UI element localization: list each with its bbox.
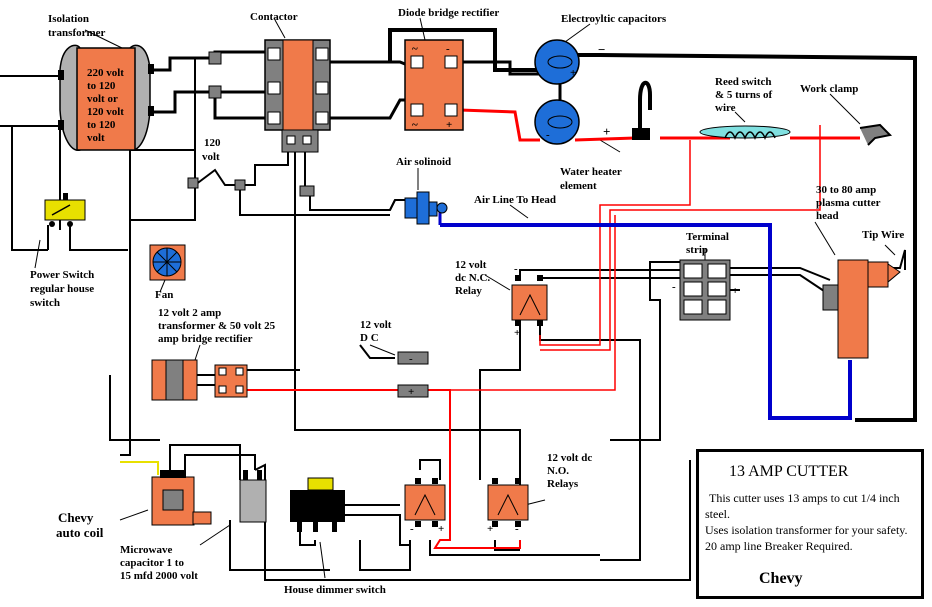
terminal-strip-label: Terminal strip bbox=[686, 231, 732, 256]
no-relay-2-minus: - bbox=[515, 523, 519, 535]
power-switch bbox=[44, 193, 86, 227]
chevy-auto-coil bbox=[151, 470, 212, 526]
dc-minus: - bbox=[409, 353, 413, 365]
electrolytic-capacitors: + - − + bbox=[534, 39, 610, 145]
no-relay-1-minus: - bbox=[410, 523, 414, 535]
water-heater-element bbox=[632, 80, 652, 140]
electrolytic-capacitors-label: Electroyltic capacitors bbox=[561, 13, 667, 25]
12v-dc-label: 12 volt D C bbox=[360, 319, 394, 344]
info-line-2: Uses isolation transformer for your safe… bbox=[705, 523, 908, 537]
power-switch-label: Power Switch regular house switch bbox=[30, 269, 97, 309]
tip-wire-label: Tip Wire bbox=[862, 229, 904, 241]
isolation-transformer-label: Isolation transformer bbox=[48, 13, 106, 39]
dc-plus: + bbox=[408, 386, 414, 398]
fan-label: Fan bbox=[155, 289, 173, 301]
transformer-voltage-text: 220 volt to 120 volt or 120 volt to 120 … bbox=[87, 67, 127, 144]
info-title: 13 AMP CUTTER bbox=[729, 463, 849, 480]
nc-relay-minus: - bbox=[514, 263, 518, 275]
no-relay-2: + - bbox=[487, 478, 529, 535]
chevy-coil-label: Chevy auto coil bbox=[56, 510, 104, 540]
terminal-strip: - + bbox=[672, 259, 738, 321]
air-line bbox=[438, 208, 852, 420]
info-line-1: This cutter uses 13 amps to cut 1/4 inch… bbox=[705, 491, 900, 521]
black-wires bbox=[0, 28, 917, 581]
bridge-plus: + bbox=[446, 119, 452, 131]
nc-relay: - + bbox=[511, 263, 548, 339]
info-description: This cutter uses 13 amps to cut 1/4 inch… bbox=[705, 490, 921, 554]
junction-boxes bbox=[187, 51, 315, 197]
plasma-cutter-head bbox=[822, 259, 901, 359]
cap-plus-terminal: + bbox=[603, 124, 610, 139]
house-dimmer-switch bbox=[290, 477, 345, 532]
leader-lines bbox=[34, 17, 896, 579]
work-clamp bbox=[859, 123, 893, 146]
dc-terminals: - + bbox=[397, 351, 429, 398]
no-relay-1-plus: + bbox=[438, 523, 444, 535]
yellow-wire bbox=[120, 461, 159, 475]
no-relay-2-plus: + bbox=[487, 523, 493, 535]
work-clamp-label: Work clamp bbox=[800, 83, 858, 95]
reed-switch bbox=[699, 125, 791, 140]
diode-bridge-rectifier: ~ - ~ + bbox=[404, 39, 464, 131]
nc-relay-label: 12 volt dc N.C. Relay bbox=[455, 259, 493, 297]
cap2-minus: - bbox=[546, 129, 550, 141]
cap1-plus: + bbox=[570, 67, 576, 79]
isolation-transformer: 220 volt to 120 volt or 120 volt to 120 … bbox=[58, 44, 154, 151]
diode-bridge-label: Diode bridge rectifier bbox=[398, 7, 499, 19]
microwave-capacitor bbox=[239, 470, 267, 523]
reed-switch-label: Reed switch & 5 turns of wire bbox=[715, 76, 775, 114]
bridge-rectifier-50v bbox=[214, 364, 248, 398]
microwave-capacitor-label: Microwave capacitor 1 to 15 mfd 2000 vol… bbox=[120, 544, 198, 582]
water-heater-label: Water heater element bbox=[560, 166, 624, 192]
contactor bbox=[264, 39, 331, 153]
transformer-12v bbox=[151, 359, 198, 401]
dimmer-label: House dimmer switch bbox=[284, 584, 386, 596]
plasma-head-label: 30 to 80 amp plasma cutter head bbox=[816, 184, 883, 222]
bridge-ac-1: ~ bbox=[412, 43, 418, 55]
transformer-12v-label: 12 volt 2 amp transformer & 50 volt 25 a… bbox=[158, 307, 278, 345]
air-solenoid-label: Air solinoid bbox=[396, 156, 451, 168]
air-solenoid bbox=[404, 191, 448, 225]
cap-minus-terminal: − bbox=[598, 42, 605, 57]
no-relay-1: - + bbox=[404, 478, 446, 535]
120-volt-label: 120 volt bbox=[202, 137, 223, 163]
contactor-label: Contactor bbox=[250, 11, 298, 23]
info-line-3: 20 amp line Breaker Required. bbox=[705, 539, 853, 553]
bridge-minus: - bbox=[446, 43, 450, 55]
terminal-minus: - bbox=[672, 281, 676, 293]
info-signature: Chevy bbox=[759, 570, 803, 587]
no-relays-label: 12 volt dc N.O. Relays bbox=[547, 452, 595, 490]
bridge-ac-2: ~ bbox=[412, 119, 418, 131]
nc-relay-plus: + bbox=[514, 327, 520, 339]
air-line-label: Air Line To Head bbox=[474, 194, 556, 206]
info-box: 13 AMP CUTTER This cutter uses 13 amps t… bbox=[696, 449, 924, 599]
terminal-plus: + bbox=[732, 285, 738, 297]
fan bbox=[149, 244, 186, 281]
